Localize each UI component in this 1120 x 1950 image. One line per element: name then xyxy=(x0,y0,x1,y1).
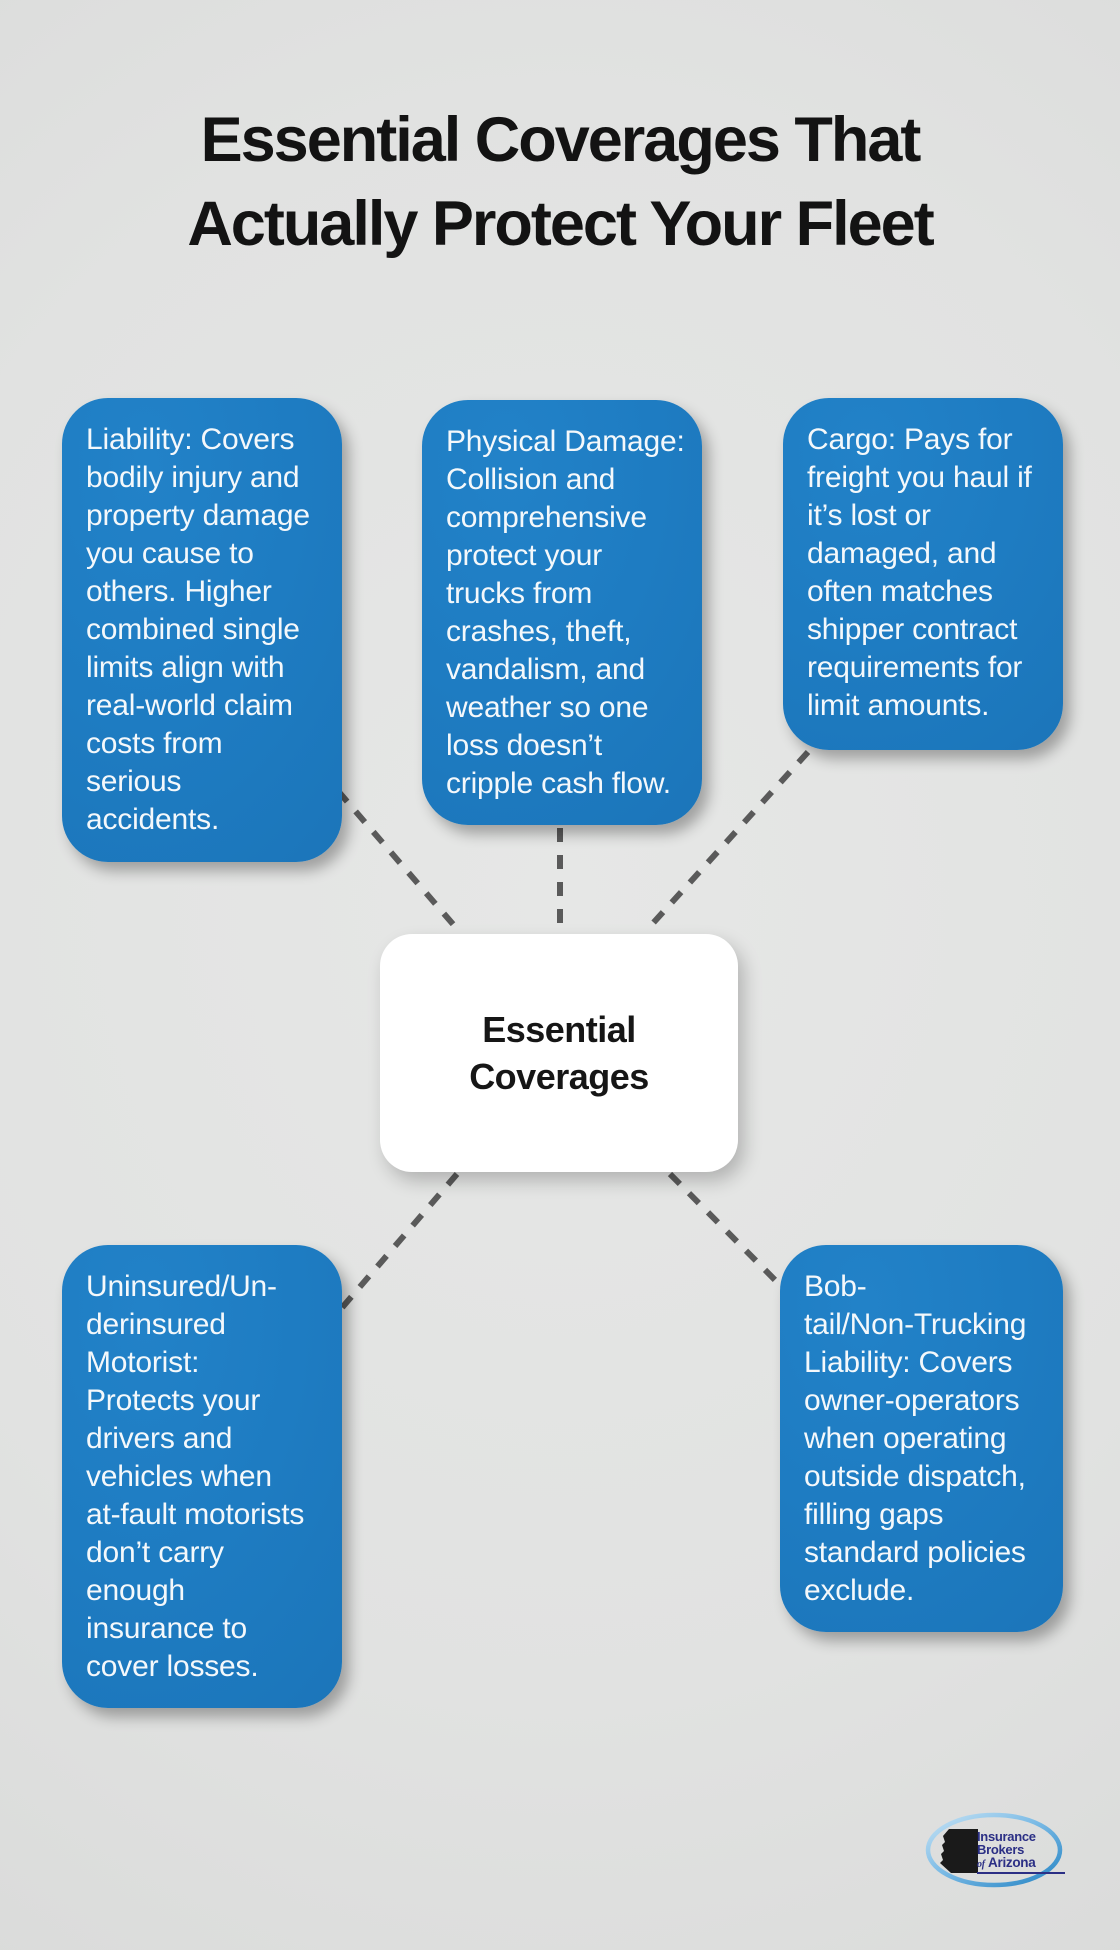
connector-center-um-uim xyxy=(337,1172,460,1312)
node-liability: Liability: Covers bodily injury and prop… xyxy=(62,398,342,862)
logo-text-arizona: Arizona xyxy=(988,1855,1036,1870)
node-um-uim-text: Uninsured/Un- derinsured Motorist: Prote… xyxy=(86,1270,305,1683)
node-um-uim: Uninsured/Un- derinsured Motorist: Prote… xyxy=(62,1245,342,1708)
connector-liability-center xyxy=(335,789,461,932)
node-bobtail-text: Bob- tail/Non-Trucking Liability: Covers… xyxy=(804,1270,1027,1607)
logo-text-brokers: Brokers xyxy=(977,1842,1025,1857)
logo-text-of-arizona: of Arizona xyxy=(977,1856,1065,1874)
logo-text: Insurance Brokers of Arizona xyxy=(977,1830,1065,1874)
node-liability-text: Liability: Covers bodily injury and prop… xyxy=(86,423,310,836)
connector-center-bobtail xyxy=(667,1171,783,1288)
center-node: Essential Coverages xyxy=(380,934,738,1172)
logo-text-of: of xyxy=(977,1859,985,1870)
logo-graphic xyxy=(925,1812,1063,1888)
node-cargo: Cargo: Pays for freight you haul if it’s… xyxy=(783,398,1063,750)
node-physical-damage-text: Physical Damage: Collision and comprehen… xyxy=(446,425,685,800)
logo-text-insurance: Insurance xyxy=(977,1829,1036,1844)
arizona-state-icon xyxy=(940,1829,978,1873)
logo-ellipse-icon xyxy=(925,1812,1063,1888)
node-bobtail: Bob- tail/Non-Trucking Liability: Covers… xyxy=(780,1245,1063,1632)
page-title: Essential Coverages That Actually Protec… xyxy=(187,105,934,259)
connector-cargo-center xyxy=(642,749,811,935)
node-physical-damage: Physical Damage: Collision and comprehen… xyxy=(422,400,702,825)
brand-logo: Insurance Brokers of Arizona xyxy=(920,1805,1068,1897)
node-cargo-text: Cargo: Pays for freight you haul if it’s… xyxy=(807,423,1032,722)
center-node-label: Essential Coverages xyxy=(469,1009,649,1097)
